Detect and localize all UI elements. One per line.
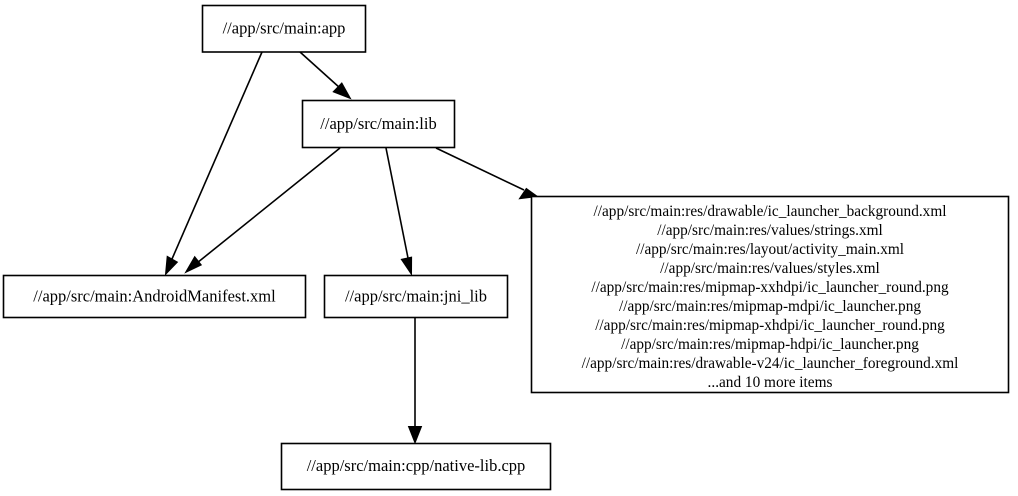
node-label-resource-line-1: //app/src/main:res/drawable/ic_launcher_… [594,203,947,220]
edge-lib-to-manifest [184,147,341,274]
node-label-resource-line-2: //app/src/main:res/values/strings.xml [657,222,883,239]
node-box[interactable] [323,274,509,319]
node-box[interactable] [530,195,1010,394]
node-label-lib: //app/src/main:lib [320,114,436,133]
node-label-jni-lib: //app/src/main:jni_lib [345,286,487,305]
node-app[interactable]: //app/src/main:app [201,4,367,53]
edge-line [196,147,341,264]
edge-line [385,147,409,259]
node-box[interactable] [201,4,367,53]
node-label-resource-line-3: //app/src/main:res/layout/activity_main.… [636,241,904,258]
node-label-resource-line-4: //app/src/main:res/values/styles.xml [660,260,880,277]
arrowhead-icon [332,82,352,100]
edge-line [299,51,341,89]
node-label-resource-line-6: //app/src/main:res/mipmap-mdpi/ic_launch… [619,298,921,315]
edge-jni-lib-to-native-lib [407,317,423,445]
edge-line [171,51,263,260]
node-resources[interactable]: //app/src/main:res/drawable/ic_launcher_… [530,195,1010,394]
edge-lib-to-jni-lib [385,147,413,277]
node-lib[interactable]: //app/src/main:lib [301,99,456,149]
edge-app-to-lib [299,51,352,100]
node-box[interactable] [301,99,456,149]
node-label-resource-line-8: //app/src/main:res/mipmap-hdpi/ic_launch… [621,336,919,353]
node-box[interactable] [2,274,307,319]
node-label-native-lib-cpp: //app/src/main:cpp/native-lib.cpp [307,456,526,475]
node-android-manifest[interactable]: //app/src/main:AndroidManifest.xml [2,274,307,319]
arrowhead-icon [184,255,203,274]
node-native-lib-cpp[interactable]: //app/src/main:cpp/native-lib.cpp [280,442,552,491]
node-label-resource-line-9: //app/src/main:res/drawable-v24/ic_launc… [582,355,959,372]
node-label-android-manifest: //app/src/main:AndroidManifest.xml [33,286,276,305]
node-label-resource-line-7: //app/src/main:res/mipmap-xhdpi/ic_launc… [595,317,945,334]
node-label-app: //app/src/main:app [223,18,346,37]
edge-app-to-manifest [164,51,263,276]
node-jni-lib[interactable]: //app/src/main:jni_lib [323,274,509,319]
edge-lib-to-resources [435,147,539,200]
arrowhead-icon [400,256,413,277]
node-label-resource-line-10: ...and 10 more items [708,374,833,391]
node-box[interactable] [280,442,552,491]
arrowhead-icon [164,255,179,276]
edge-line [435,147,525,191]
arrowhead-icon [407,426,423,445]
node-label-resource-line-5: //app/src/main:res/mipmap-xxhdpi/ic_laun… [591,279,949,296]
